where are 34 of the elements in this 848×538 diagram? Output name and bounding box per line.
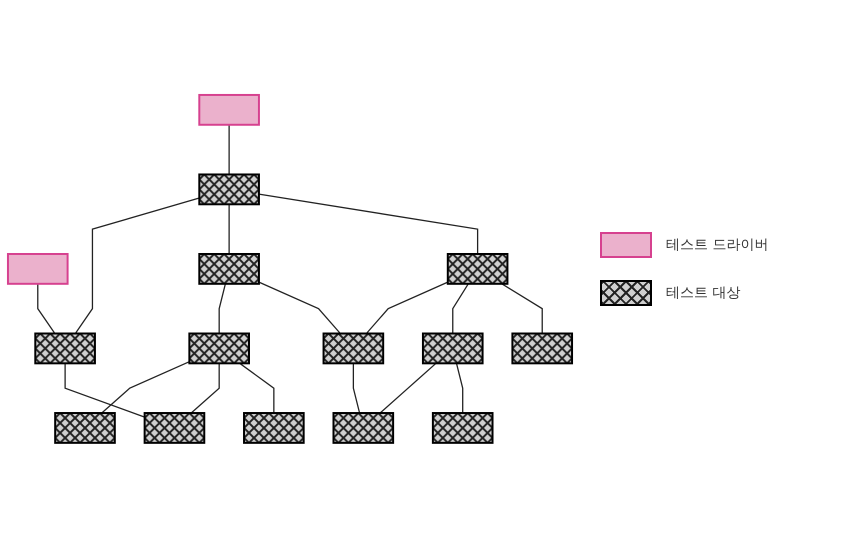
process-box (6, 253, 69, 285)
connector (228, 204, 230, 254)
process-box (198, 253, 260, 285)
process-box (432, 412, 494, 444)
connector (218, 284, 226, 334)
process-box (511, 332, 574, 364)
connector (258, 194, 478, 254)
process-box (188, 332, 250, 364)
connector (190, 363, 220, 414)
connector (101, 361, 190, 414)
process-box (198, 94, 260, 126)
process-box (422, 332, 484, 364)
process-box (54, 412, 116, 444)
connector (380, 362, 436, 414)
connector (64, 363, 145, 418)
connector (452, 284, 469, 334)
process-box (144, 412, 206, 444)
process-box (243, 412, 305, 444)
connector (239, 362, 274, 414)
process-box (34, 332, 96, 364)
connector (456, 363, 464, 414)
connector (228, 124, 230, 175)
connector (37, 284, 56, 334)
process-box (322, 332, 384, 364)
connector (352, 363, 360, 414)
connector (258, 282, 341, 334)
process-box (446, 253, 508, 285)
connector (366, 282, 448, 334)
process-box (332, 412, 394, 444)
legend-label: 테스트 드라이버 (666, 236, 768, 254)
process-box (198, 174, 260, 206)
legend-label: 테스트 대상 (666, 284, 740, 302)
connector (502, 283, 543, 334)
connector (74, 198, 200, 334)
